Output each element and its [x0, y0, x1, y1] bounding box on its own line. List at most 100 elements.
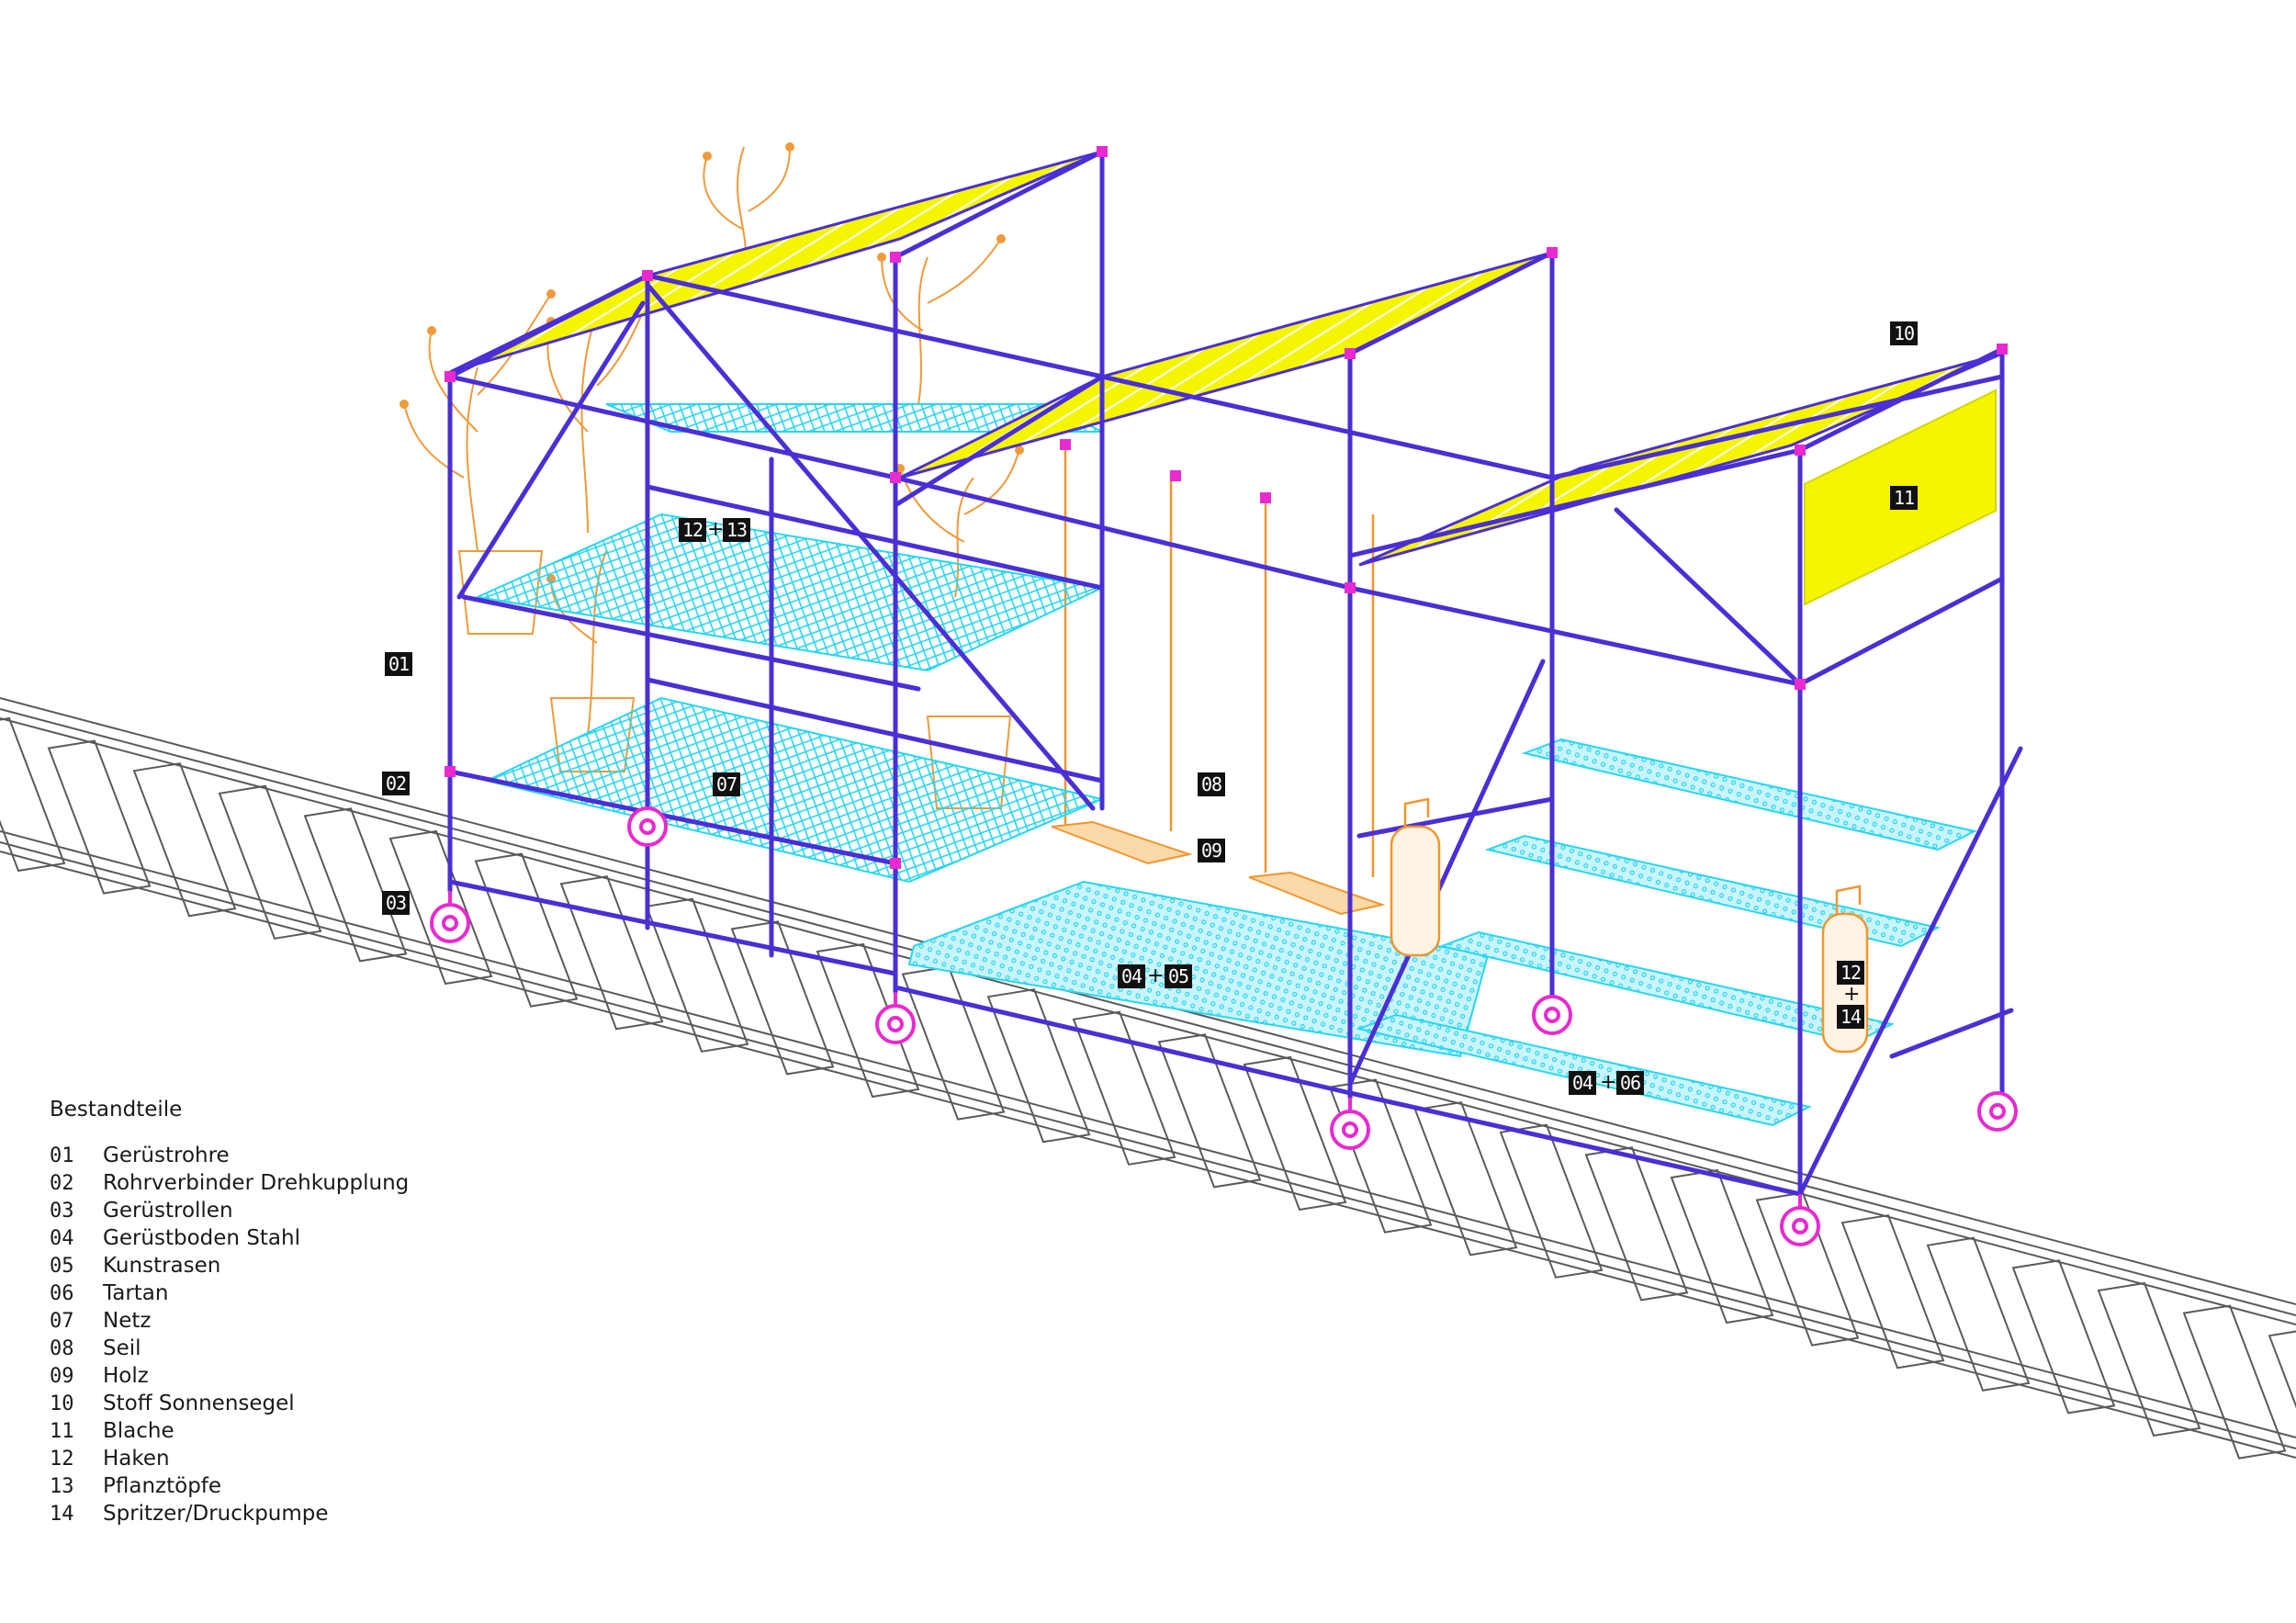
legend-item: 09 Holz	[50, 1362, 409, 1390]
rail-sleeper	[1499, 1123, 1604, 1279]
deck-tartan-2	[1484, 834, 1941, 948]
callout-04-06-b: 06	[1616, 1071, 1645, 1095]
rail-sleeper	[2097, 1281, 2201, 1437]
legend-item-label: Kunstrasen	[103, 1254, 221, 1278]
rail-sleeper	[0, 716, 66, 873]
legend-item-number: 05	[50, 1254, 74, 1278]
legend-item-number: 13	[50, 1474, 74, 1498]
rail-sleeper	[2182, 1304, 2287, 1460]
rail-sleeper	[132, 762, 237, 918]
legend-item: 05 Kunstrasen	[50, 1252, 409, 1279]
legend-item: 13 Pflanztöpfe	[50, 1472, 409, 1500]
legend-item-label: Rohrverbinder Drehkupplung	[103, 1171, 410, 1195]
legend: Bestandteile 01 Gerüstrohre 02 Rohrverbinde…	[50, 1098, 409, 1527]
legend-item-label: Seil	[103, 1336, 141, 1360]
callout-03: 03	[382, 891, 411, 915]
callout-01: 01	[385, 652, 413, 676]
deck-artificial-turf	[907, 880, 1490, 1058]
legend-item: 12 Haken	[50, 1445, 409, 1472]
rail-sleeper	[1840, 1214, 1945, 1369]
legend-item-number: 08	[50, 1336, 74, 1360]
rail-sleeper	[474, 852, 579, 1008]
legend-item-label: Netz	[103, 1309, 152, 1333]
rail-sleeper	[1157, 1033, 1262, 1189]
couplers	[445, 146, 2008, 869]
callout-09: 09	[1198, 839, 1226, 862]
legend-list: 01 Gerüstrohre 02 Rohrverbinder Drehkupplun…	[50, 1142, 409, 1527]
rail-sleeper	[1926, 1236, 2031, 1392]
legend-item-number: 04	[50, 1226, 74, 1250]
ropes	[1064, 441, 1375, 877]
plant-pot-1	[457, 550, 544, 635]
rail-sleeper	[1243, 1055, 1347, 1212]
rail-sleeper	[218, 784, 322, 940]
legend-item: 04 Gerüstboden Stahl	[50, 1224, 409, 1252]
floor-decks	[907, 738, 1977, 1127]
legend-item-number: 06	[50, 1281, 74, 1305]
rail-sleeper	[986, 988, 1091, 1144]
legend-item-label: Blache	[103, 1419, 174, 1443]
legend-item: 08 Seil	[50, 1335, 409, 1362]
callout-12-14-sep: +	[1843, 983, 1861, 1006]
plants	[400, 142, 1024, 809]
legend-item-number: 10	[50, 1392, 74, 1415]
callout-02: 02	[382, 772, 411, 795]
rail-sleeper	[559, 875, 664, 1031]
legend-item: 14 Spritzer/Druckpumpe	[50, 1500, 409, 1527]
rail-sleeper	[645, 897, 749, 1053]
deck-tartan-1	[1521, 738, 1977, 851]
legend-item-number: 03	[50, 1199, 74, 1223]
callout-12-14-a: 12	[1837, 961, 1865, 985]
legend-item: 03 Gerüstrollen	[50, 1197, 409, 1224]
rail-right	[0, 830, 2296, 1438]
rail-sleeper	[1584, 1146, 1689, 1302]
rail-sleeper	[303, 807, 408, 963]
rail-sleeper	[816, 942, 920, 1099]
legend-item-label: Pflanztöpfe	[103, 1474, 222, 1498]
rail-sleeper	[1413, 1101, 1518, 1257]
legend-item-label: Gerüstrohre	[103, 1144, 230, 1167]
legend-item-number: 07	[50, 1309, 74, 1333]
callout-04-06-a: 04	[1569, 1071, 1597, 1095]
rail-sleeper	[47, 739, 152, 895]
callout-04-05-sep: +	[1147, 964, 1165, 987]
rail-sleeper	[2011, 1259, 2116, 1414]
legend-item: 01 Gerüstrohre	[50, 1142, 409, 1169]
rail-sleeper	[1072, 1010, 1176, 1166]
callout-12-13-a: 12	[679, 518, 707, 542]
callout-12-14-b: 14	[1837, 1005, 1865, 1029]
sun-sail-1	[449, 150, 1103, 374]
callout-11: 11	[1890, 486, 1919, 510]
rail-sleeper	[1670, 1168, 1774, 1324]
legend-item-number: 01	[50, 1144, 74, 1167]
callout-08: 08	[1198, 772, 1226, 796]
legend-item-label: Spritzer/Druckpumpe	[103, 1502, 329, 1526]
legend-item-label: Holz	[103, 1364, 149, 1388]
sun-sails	[449, 150, 2003, 567]
callout-12-13-sep: +	[707, 518, 725, 541]
callout-04-05-a: 04	[1118, 964, 1146, 988]
legend-item-label: Gerüstboden Stahl	[103, 1226, 300, 1250]
legend-item-label: Stoff Sonnensegel	[103, 1392, 295, 1415]
castor-wheels	[430, 806, 2018, 1246]
callout-12-13-b: 13	[723, 518, 751, 542]
legend-item-number: 11	[50, 1419, 74, 1443]
legend-item-number: 14	[50, 1502, 74, 1526]
legend-item-label: Haken	[103, 1447, 170, 1471]
rail-sleeper	[901, 965, 1006, 1121]
legend-item-label: Gerüstrollen	[103, 1199, 233, 1223]
scaffold-pipes	[447, 149, 2023, 1197]
legend-item: 07 Netz	[50, 1307, 409, 1335]
callout-10: 10	[1890, 321, 1919, 345]
legend-item-number: 02	[50, 1171, 74, 1195]
callout-04-05-b: 05	[1165, 964, 1193, 988]
callout-07: 07	[713, 772, 741, 796]
legend-heading: Bestandteile	[50, 1098, 183, 1121]
legend-item-number: 09	[50, 1364, 74, 1388]
legend-item-number: 12	[50, 1447, 74, 1471]
rail-sleeper	[2268, 1330, 2296, 1409]
legend-item: 02 Rohrverbinder Drehkupplung	[50, 1169, 409, 1197]
callout-04-06-sep: +	[1600, 1071, 1617, 1094]
